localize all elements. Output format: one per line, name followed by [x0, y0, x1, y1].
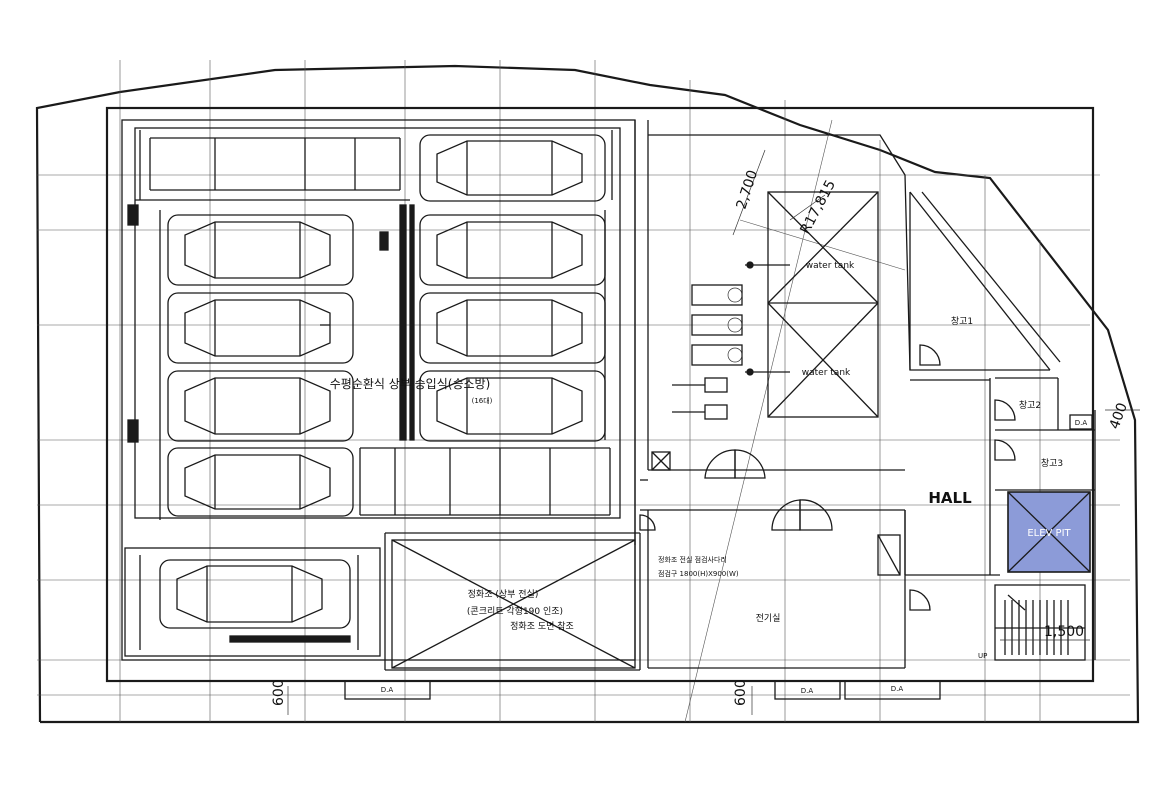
dry-area-label: D.A: [1075, 419, 1088, 427]
parking-car: [419, 214, 606, 286]
dry-area: [344, 680, 941, 700]
site-boundary: [35, 64, 1140, 724]
septic-tank: [391, 539, 636, 669]
parking-car: [167, 214, 354, 286]
parking-car: [419, 292, 606, 364]
pump-equipment: [672, 261, 790, 420]
dry-area-label: D.A: [381, 686, 394, 694]
dimension-label: 400: [1107, 401, 1131, 432]
storage-2-label: 창고2: [1019, 400, 1041, 411]
dimension-label: 1,500: [1044, 624, 1084, 640]
septic-label: 정화조 (상부 전실): [468, 589, 539, 600]
parking-car: [167, 292, 354, 364]
parking-system: [127, 127, 621, 520]
parking-car: [419, 134, 606, 202]
electric-room-label: 전기실: [756, 613, 781, 624]
elevator-pit-label: ELEV PIT: [1027, 528, 1071, 539]
hall-label: HALL: [928, 489, 972, 507]
water-tank: [767, 191, 879, 418]
dry-area-label: D.A: [801, 687, 814, 695]
elevator-pit: ELEV PIT: [1007, 491, 1091, 573]
dimension-label: 2,700: [734, 168, 762, 211]
dry-area-label: D.A: [891, 685, 904, 693]
dimension-label: R17,815: [797, 178, 839, 237]
storage-3-label: 창고3: [1041, 458, 1063, 469]
parking-car: [419, 370, 606, 442]
storage-1-label: 창고1: [951, 316, 973, 327]
septic-label: 정화조 도면 참조: [510, 621, 574, 632]
parking-car: [167, 447, 354, 517]
water-tank-label: water tank: [802, 368, 851, 378]
door-swings: [639, 344, 1016, 611]
dimension-label: 600: [733, 679, 749, 706]
parking-system-label: 수평순환식 상부 승입식(승소방): [330, 377, 491, 391]
grid-lines: [37, 60, 1130, 723]
parking-car: [167, 370, 354, 442]
septic-label: (콘크리트 각형190 인조): [467, 605, 563, 617]
parking-car: [124, 547, 381, 657]
water-tank-label: water tank: [806, 261, 855, 271]
electric-note: 점검구 1800(H)X900(W): [658, 570, 739, 578]
parking-count-label: (16대): [472, 397, 493, 405]
dimension-label: 600: [271, 679, 287, 706]
stairs-up-label: UP: [978, 652, 987, 660]
building-walls: [105, 106, 1096, 683]
electric-note: 정화조 전실 점검사다리: [658, 555, 727, 564]
dimension-lines: [287, 149, 1140, 715]
shaft: [651, 414, 1093, 576]
stairs: [994, 584, 1086, 661]
